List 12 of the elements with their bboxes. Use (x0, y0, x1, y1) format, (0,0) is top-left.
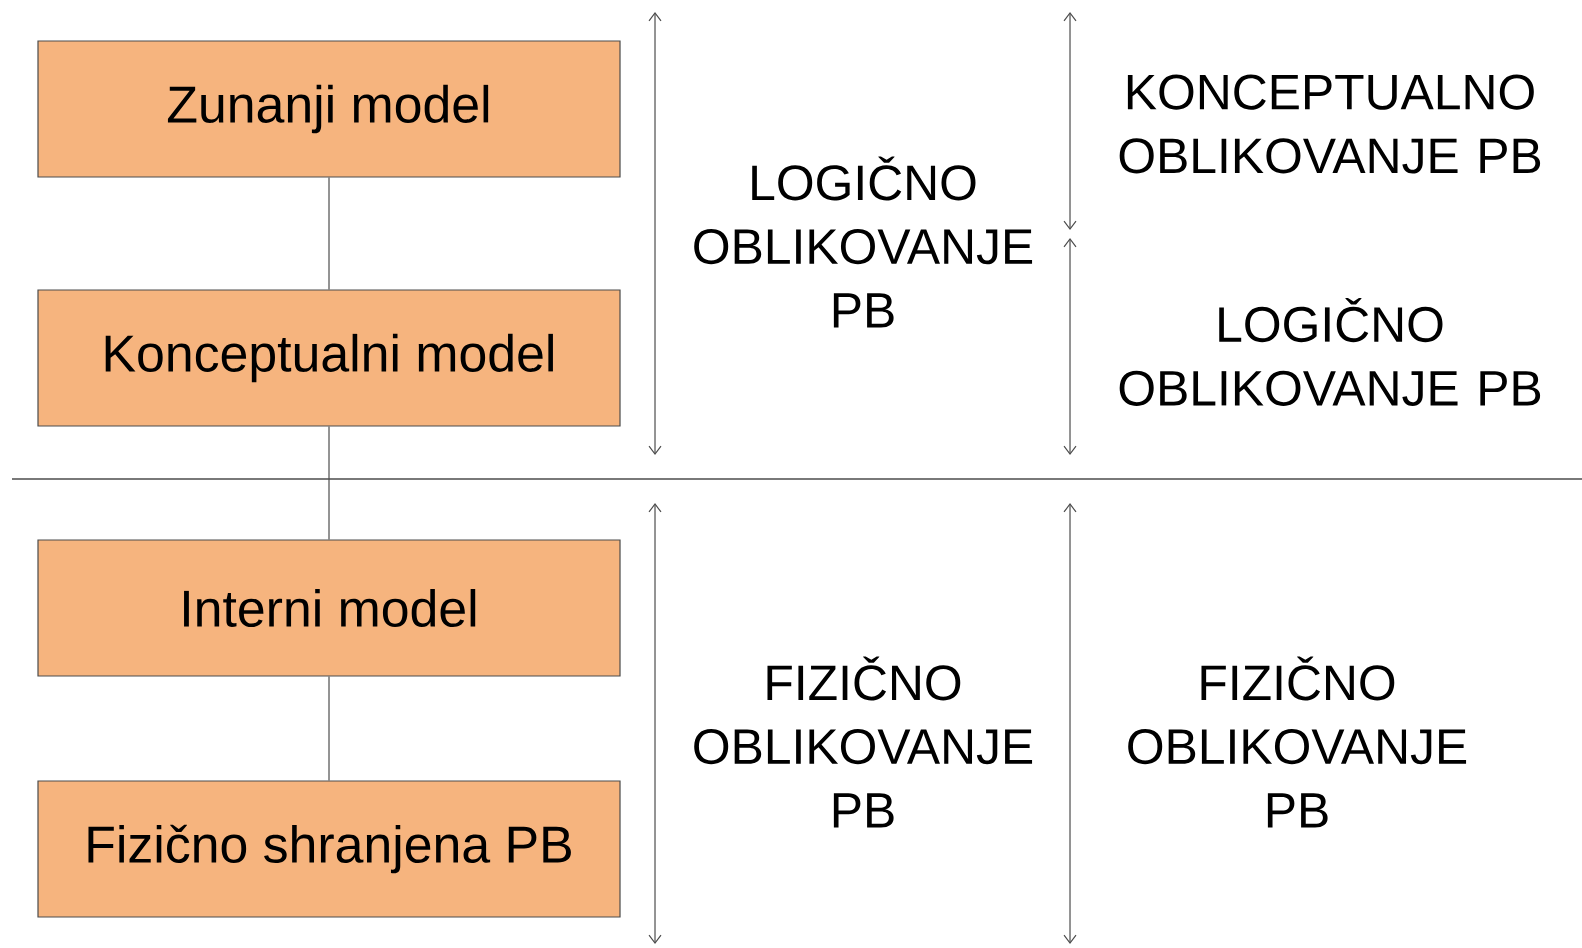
connector-line (328, 426, 330, 540)
model-box: Konceptualni model (37, 289, 621, 427)
model-box: Fizično shranjena PB (37, 780, 621, 918)
phase-label: KONCEPTUALNO OBLIKOVANJE PB (1119, 74, 1541, 174)
phase-label: FIZIČNO OBLIKOVANJE PB (694, 656, 1033, 828)
phase-label: LOGIČNO OBLIKOVANJE PB (1119, 298, 1541, 406)
model-box: Interni model (37, 539, 621, 677)
connector-line (328, 177, 330, 290)
phase-label: FIZIČNO OBLIKOVANJE PB (1128, 656, 1467, 828)
connector-line (328, 676, 330, 781)
model-box: Zunanji model (37, 40, 621, 178)
phase-label: LOGIČNO OBLIKOVANJE PB (694, 156, 1033, 328)
